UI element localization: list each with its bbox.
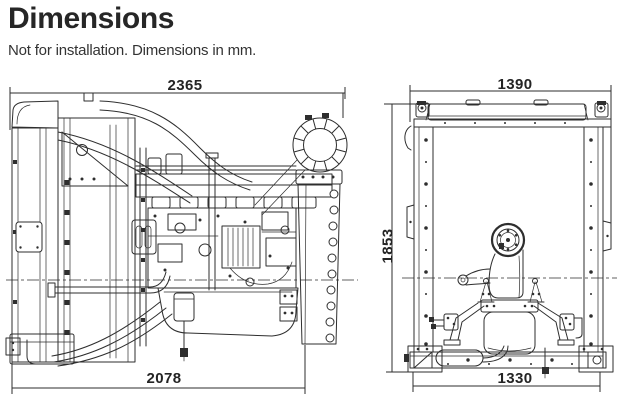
- front-mount-struts: [429, 302, 583, 346]
- front-base: [404, 345, 614, 379]
- side-engine-block: [131, 147, 333, 362]
- side-view-drawing: [5, 87, 358, 394]
- dim-label-side-base-length: 2078: [146, 370, 182, 387]
- front-reservoir: [480, 299, 539, 355]
- front-dim-bottom: [412, 372, 601, 392]
- front-dim-top: [409, 85, 612, 232]
- front-fan-hub: [490, 222, 526, 258]
- side-radiator: [5, 92, 136, 365]
- front-view-drawing: [384, 85, 617, 392]
- side-fan-pulley: [254, 113, 348, 216]
- dim-label-side-overall-length: 2365: [167, 77, 203, 94]
- front-belt-housing: [457, 249, 545, 303]
- side-coolant-pipes: [47, 100, 253, 367]
- side-flywheel-housing: [295, 169, 343, 345]
- side-dim-bottom: [11, 345, 306, 394]
- page-subtitle: Not for installation. Dimensions in mm.: [8, 42, 257, 59]
- dim-label-front-base-width: 1330: [497, 370, 533, 387]
- page-title: Dimensions: [8, 2, 175, 35]
- dim-label-front-overall-height: 1853: [379, 228, 397, 264]
- side-dim-top: [9, 87, 346, 130]
- dim-label-front-overall-width: 1390: [497, 76, 533, 93]
- front-radiator-frame: [404, 99, 612, 353]
